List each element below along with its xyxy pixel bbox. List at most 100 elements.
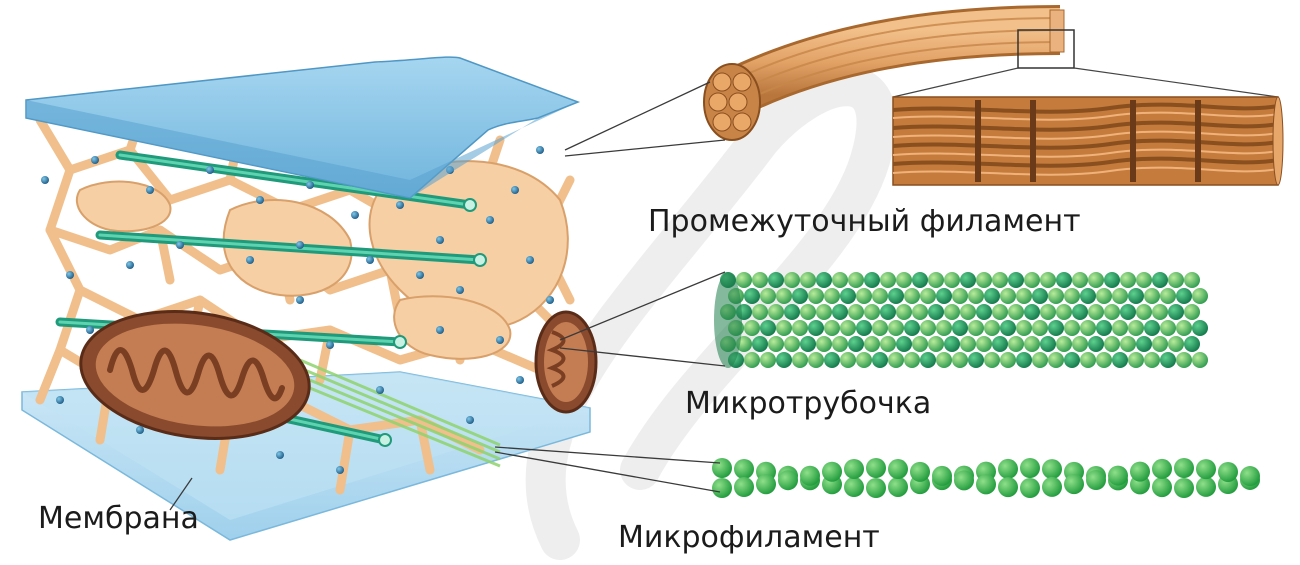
actin-monomer (844, 477, 864, 497)
microtubule-subunit (864, 304, 880, 320)
microtubule-subunit (984, 352, 1000, 368)
actin-monomer (866, 478, 886, 498)
microtubule-subunit (1120, 336, 1136, 352)
microfilament-chain (712, 458, 1260, 498)
microtubule-subunit (1032, 352, 1048, 368)
actin-monomer (1196, 477, 1216, 497)
microtubule-subunit (1136, 304, 1152, 320)
microtubule-subunit (816, 272, 832, 288)
microtubule-subunit (872, 352, 888, 368)
microtubule-subunit (1144, 352, 1160, 368)
microtubule-subunit (800, 272, 816, 288)
actin-monomer (1020, 478, 1040, 498)
microtubule-subunit (904, 288, 920, 304)
actin-monomer (888, 459, 908, 479)
microtubule-subunit (1080, 320, 1096, 336)
microtubule-subunit (840, 352, 856, 368)
microtubule-subunit (848, 272, 864, 288)
microtubule-subunit (1192, 288, 1208, 304)
microtubule-subunit (1120, 304, 1136, 320)
microtubule-subunit (976, 272, 992, 288)
microtubule-subunit (792, 320, 808, 336)
microtubule-subunit (824, 288, 840, 304)
microtubule-subunit (832, 272, 848, 288)
microtubule-subunit (1112, 352, 1128, 368)
microtubule-subunit (1000, 320, 1016, 336)
actin-monomer (822, 462, 842, 482)
microtubule-subunit (928, 272, 944, 288)
microtubule-subunit (992, 272, 1008, 288)
microtubule-subunit (912, 304, 928, 320)
microtubule-subunit (1128, 320, 1144, 336)
microtubule-subunit (896, 336, 912, 352)
microtubule-subunit (1184, 304, 1200, 320)
microtubule-subunit (1104, 336, 1120, 352)
actin-monomer (756, 474, 776, 494)
microtubule-subunit (856, 288, 872, 304)
microtubule-subunit (1128, 288, 1144, 304)
microtubule-subunit (776, 320, 792, 336)
actin-monomer (1086, 470, 1106, 490)
microtubule-open-end (714, 272, 742, 368)
microtubule-subunit (960, 336, 976, 352)
microtubule-subunit (1048, 320, 1064, 336)
actin-monomer (910, 462, 930, 482)
microtubule-subunit (1008, 272, 1024, 288)
microtubule-subunit (1192, 320, 1208, 336)
microtubule-subunit (904, 352, 920, 368)
microtubule-subunit (1064, 288, 1080, 304)
microtubule-subunit (760, 288, 776, 304)
microtubule-subunit (1096, 352, 1112, 368)
microtubule-subunit (872, 288, 888, 304)
microtubule-subunit (760, 352, 776, 368)
actin-monomer (844, 459, 864, 479)
microtubule-subunit (976, 304, 992, 320)
microtubule-subunit (912, 272, 928, 288)
microtubule-subunit (1024, 272, 1040, 288)
actin-monomer (800, 466, 820, 486)
actin-monomer (734, 477, 754, 497)
microtubule-subunit (1048, 352, 1064, 368)
actin-monomer (1152, 459, 1172, 479)
actin-monomer (1218, 462, 1238, 482)
microtubule-subunit (800, 336, 816, 352)
microtubule-subunit (1152, 304, 1168, 320)
microtubule-subunit (736, 272, 752, 288)
microtubule-subunit (1040, 304, 1056, 320)
microtubule-subunit (944, 272, 960, 288)
microtubule-subunit (1176, 288, 1192, 304)
microtubule-subunit (992, 336, 1008, 352)
microtubule-subunit (808, 288, 824, 304)
microtubule-subunit (880, 304, 896, 320)
microtubule-subunit (1072, 304, 1088, 320)
microtubule-subunit (1024, 304, 1040, 320)
microtubule-subunit (1080, 288, 1096, 304)
microtubule-subunit (888, 288, 904, 304)
microtubule-subunit (1136, 272, 1152, 288)
label-membrane: Мембрана (38, 501, 199, 536)
cell-block (22, 57, 596, 540)
microtubule-subunit (1008, 304, 1024, 320)
microtubule-subunit (888, 352, 904, 368)
microtubule-subunit (968, 352, 984, 368)
microtubule-subunit (784, 272, 800, 288)
microtubule-subunit (1064, 352, 1080, 368)
microtubule-subunit (744, 320, 760, 336)
microtubule-subunit (840, 288, 856, 304)
microtubule-subunit (752, 336, 768, 352)
actin-monomer (888, 477, 908, 497)
mitochondrion-edge (536, 312, 596, 412)
microtubule-subunit (1136, 336, 1152, 352)
microtubule-subunit (768, 272, 784, 288)
microtubule-subunit (1168, 272, 1184, 288)
microtubule-subunit (936, 288, 952, 304)
actin-monomer (998, 459, 1018, 479)
microtubule-subunit (848, 304, 864, 320)
microtubule-subunit (1144, 288, 1160, 304)
actin-monomer (1020, 458, 1040, 478)
actin-monomer (1064, 474, 1084, 494)
microtubule-subunit (768, 336, 784, 352)
actin-monomer (1130, 462, 1150, 482)
microtubule-subunit (1184, 272, 1200, 288)
microtubule-subunit (920, 352, 936, 368)
